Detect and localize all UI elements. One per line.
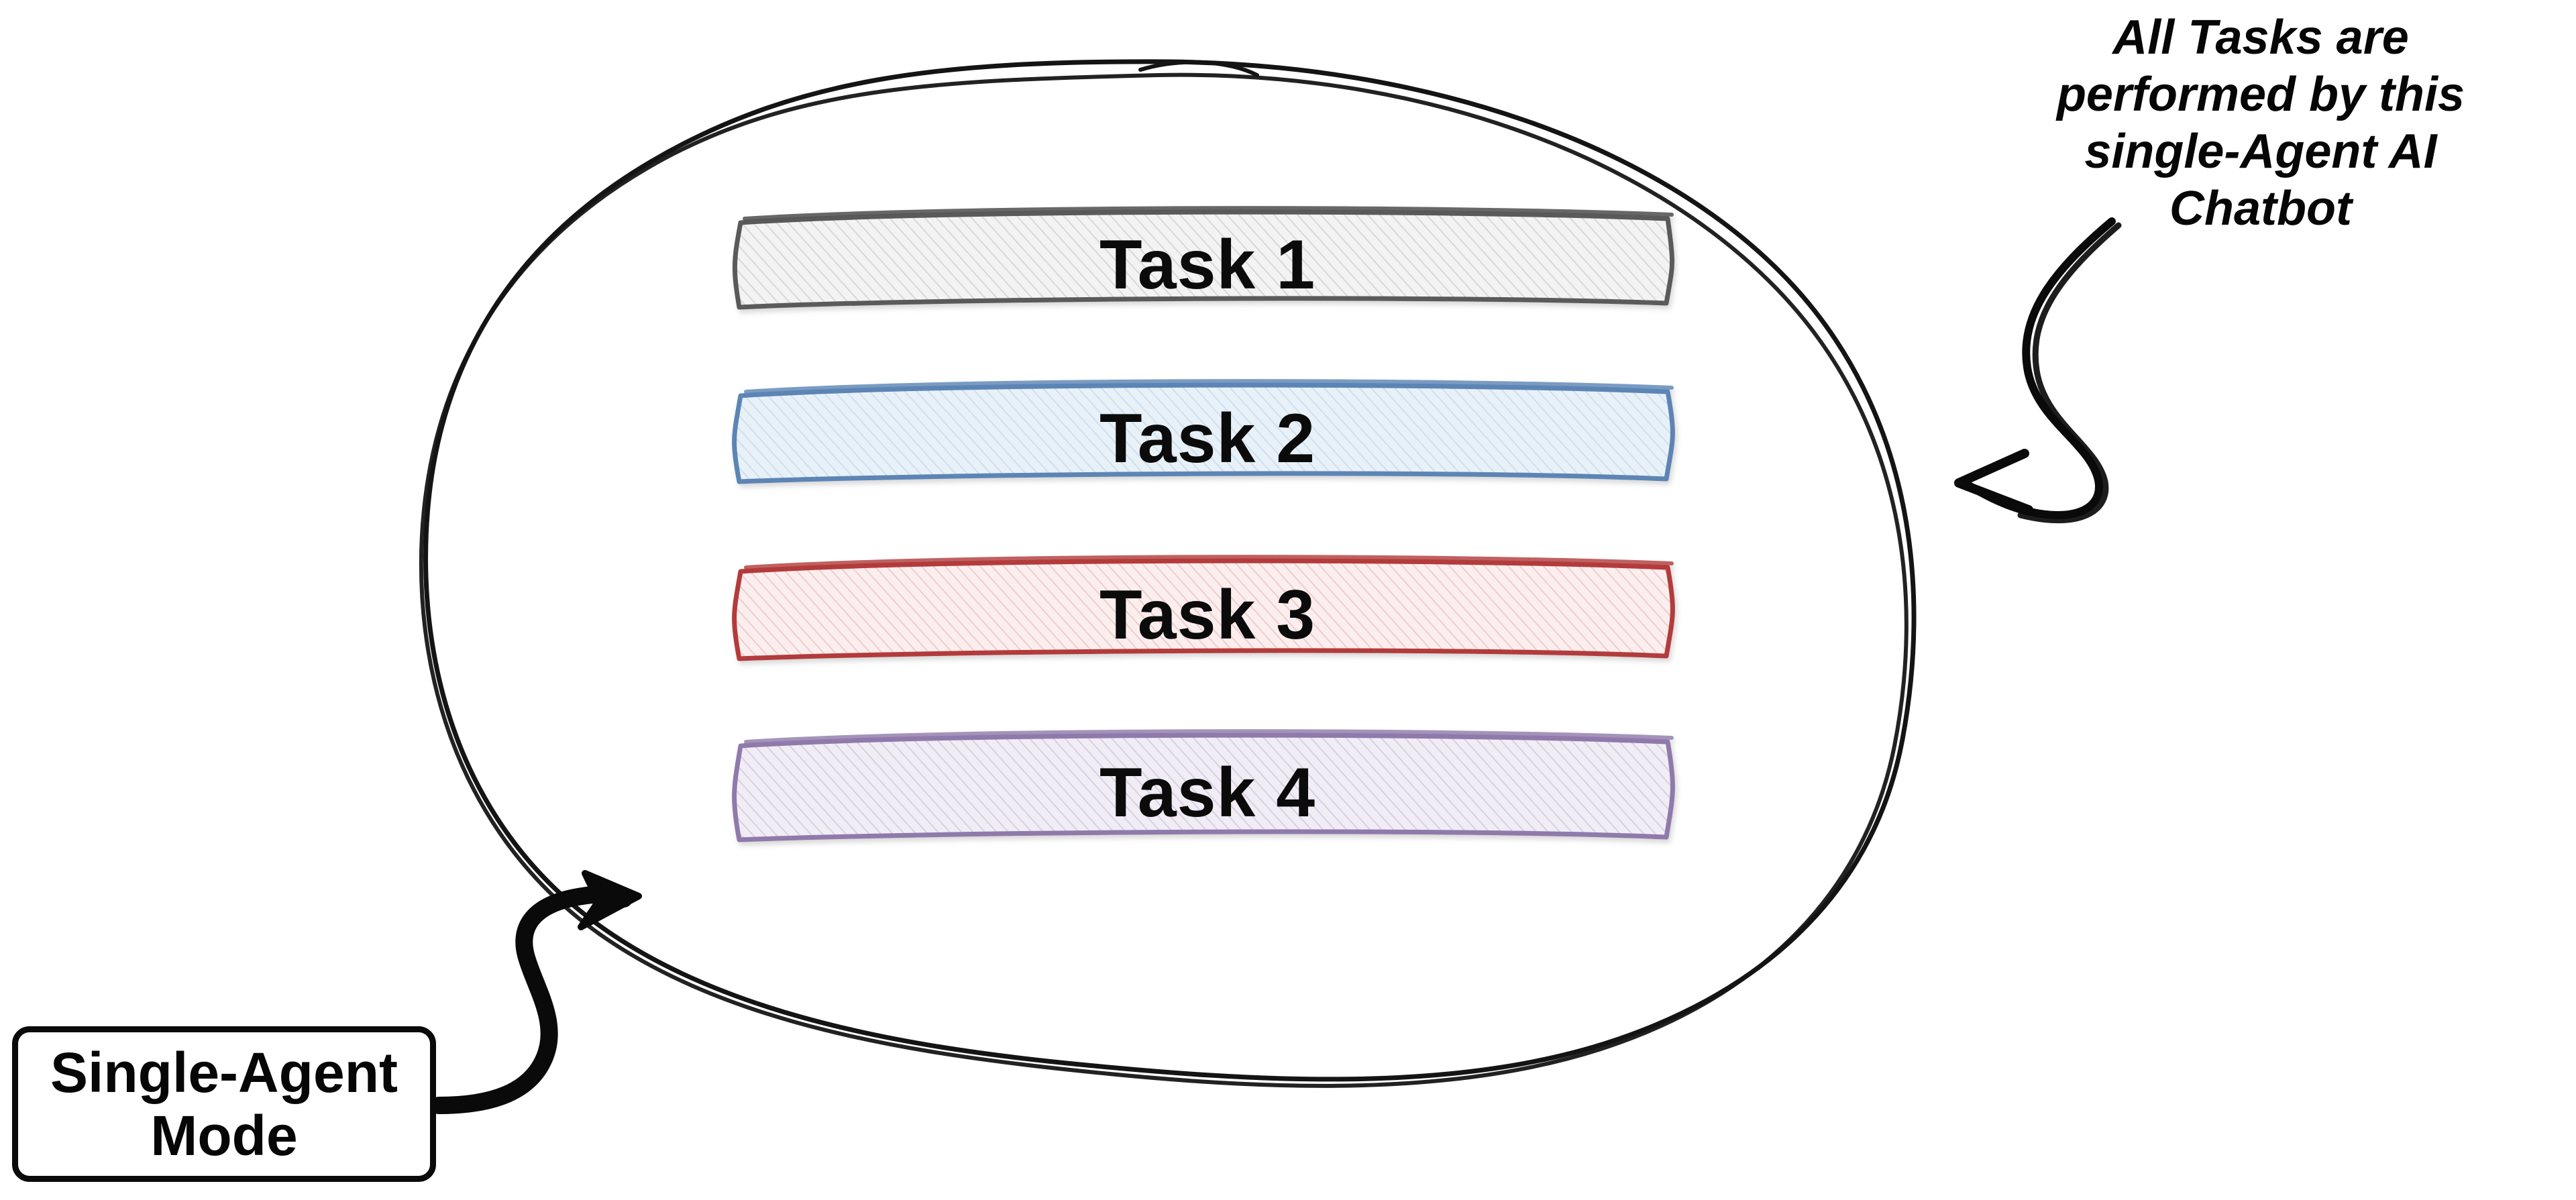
task-box-4[interactable] (732, 729, 1675, 842)
mode-label-line-1: Single-Agent (50, 1040, 398, 1104)
mode-label-line-2: Mode (150, 1104, 298, 1167)
annotation-note-right: All Tasks are performed by this single-A… (2033, 9, 2489, 237)
curved-arrow-left-icon (430, 870, 642, 1114)
annotation-line-1: All Tasks are (2112, 11, 2409, 64)
task-box-2[interactable] (732, 379, 1675, 484)
agent-boundary-ellipse (419, 59, 1917, 1088)
task-box-1[interactable] (732, 206, 1675, 310)
annotation-line-4: Chatbot (2169, 181, 2352, 235)
annotation-line-3: single-Agent AI (2084, 124, 2437, 178)
single-agent-mode-label-box[interactable]: Single-Agent Mode (12, 1026, 436, 1182)
task-box-3[interactable] (732, 555, 1675, 661)
curved-arrow-right-icon (1954, 217, 2122, 524)
annotation-line-2: performed by this (2056, 67, 2465, 121)
